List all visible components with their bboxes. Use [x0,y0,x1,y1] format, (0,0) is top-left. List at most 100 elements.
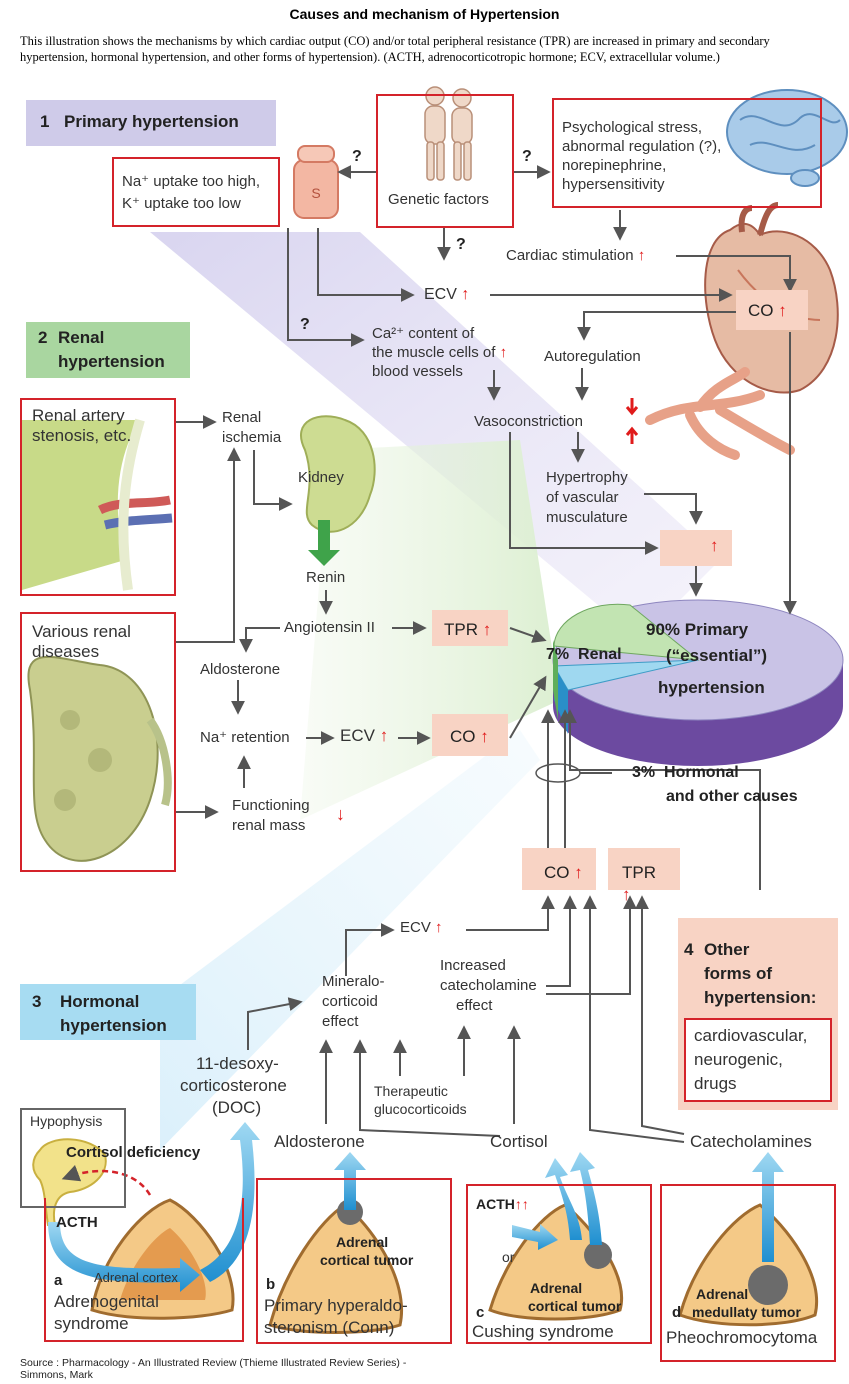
acth-c-up-arrow-1: ↑ [514,1196,522,1212]
vasoconstriction-label: Vasoconstriction [474,413,583,430]
tpr-hormonal-label: TPR [622,863,656,882]
stenosis-line-1: Renal artery [32,406,125,425]
genetic-factors-label: Genetic factors [388,191,489,208]
pie-slice-renal [553,603,700,661]
panel-b-tumor-1: Adrenal [336,1234,389,1250]
brain-illustration [726,89,848,187]
ecv-primary-up-arrow: ↑ [461,286,470,303]
mineralo-line-1: Mineralo- [322,973,385,990]
co-renal-box: CO ↑ [432,714,508,756]
stress-line-3: norepinephrine, [562,157,667,174]
pie-label-renal: 7% Renal [546,646,622,663]
figure-caption: This illustration shows the mechanisms b… [20,34,770,64]
co-renal-up-arrow: ↑ [480,727,489,746]
panel-d-label: Pheochromocytoma [666,1328,818,1347]
renal-mass-down-arrow: ↓ [336,804,345,824]
cortisol-deficiency-label: Cortisol deficiency [66,1144,201,1161]
panel-b-label-1: Primary hyperaldo- [264,1296,408,1315]
panel-c-label: Cushing syndrome [472,1322,614,1341]
adrenal-cortex-label: Adrenal cortex [94,1270,178,1285]
panel-b-tumor-2: cortical tumor [320,1252,414,1268]
diseases-line-1: Various renal [32,622,131,641]
tpr-hormonal-box: TPR ↑ [608,848,680,904]
hypertrophy-line-1: Hypertrophy [546,469,628,486]
section2-title-line-1: Renal [58,328,105,347]
section3-title-line-2: hypertension [60,1016,167,1035]
cardiac-stimulation-label: Cardiac stimulation ↑ [506,247,646,264]
panel-a-label-1: Adrenogenital [54,1292,159,1311]
pie-label-primary-2: (“essential”) [666,646,768,665]
panel-c-box: ACTH↑↑ or Adrenal cortical tumor c Cushi… [466,1184,652,1344]
tpr-primary-up-arrow: ↑ [710,536,719,555]
acth-a-label: ACTH [56,1214,98,1231]
acth-c-up-arrow-2: ↑ [521,1196,529,1212]
panel-b-label-2: steronism (Conn) [264,1318,395,1337]
svg-text:S: S [311,185,320,201]
panel-c-tumor-1: Adrenal [530,1280,583,1296]
calcium-line-3: blood vessels [372,363,463,380]
section4-item-1: cardiovascular, [694,1026,808,1045]
panel-d-letter: d [672,1304,682,1321]
tpr-renal-box: TPR ↑ [432,610,508,646]
panel-c-or: or [502,1249,515,1265]
renal-mass-line-1: Functioning [232,797,310,814]
calcium-line-2: the muscle cells of ↑ [372,344,508,361]
section3-header: 3 Hormonal hypertension [20,984,196,1040]
panel-a-letter: a [54,1272,63,1289]
tpr-primary-box: ↑ [660,530,732,566]
kidney-illustration [300,415,376,533]
k-uptake-label: K⁺ uptake too low [122,195,241,212]
hypertrophy-line-2: of vascular [546,489,619,506]
stenosis-line-2: stenosis, etc. [32,426,132,445]
aldosterone-renal-label: Aldosterone [200,661,281,678]
question-mark-ecv: ? [456,236,466,253]
panel-d-tumor-1: Adrenal [696,1286,749,1302]
panel-c-tumor-2: cortical tumor [528,1298,622,1314]
acth-c-label: ACTH↑↑ [476,1196,529,1212]
pie-label-primary-1: 90% Primary [646,620,749,639]
autoregulation-label: Autoregulation [544,348,641,365]
co-primary-label: CO [748,301,774,320]
genetic-factors-box: Genetic factors [376,94,514,228]
diseases-line-2: diseases [32,642,100,661]
ecv-renal-up-arrow: ↑ [379,726,389,745]
doc-line-1: 11-desoxy- [196,1054,279,1073]
genetic-figures-illustration [424,86,473,181]
na-uptake-label: Na⁺ uptake too high, [122,173,261,190]
sodium-potassium-box: Na⁺ uptake too high, K⁺ uptake too low [112,157,280,227]
cortisol-deficiency-arrow [61,1164,152,1196]
stress-line-4: hypersensitivity [562,176,665,193]
blood-vessel-illustration [645,367,795,460]
catecholamines-label: Catecholamines [690,1132,812,1151]
pie-label-hormonal-2: and other causes [666,788,798,805]
doc-line-2: corticosterone [180,1076,287,1095]
primary-band [150,232,720,640]
renin-label: Renin [306,569,346,586]
co-primary-up-arrow: ↑ [778,301,787,320]
mineralo-line-2: corticoid [322,993,378,1010]
ecv-renal-label: ECV ↑ [340,726,389,745]
cardiac-stimulation-up-arrow: ↑ [637,247,646,264]
question-mark-salt: ? [352,148,362,165]
section4-item-3: drugs [694,1074,737,1093]
diseased-kidney-illustration [27,655,172,862]
aldosterone-hormonal-label: Aldosterone [274,1132,365,1151]
renal-mass-line-2: renal mass [232,817,306,834]
adrenal-gland-d [678,1203,818,1327]
source-citation: Source : Pharmacology - An Illustrated R… [20,1357,407,1381]
question-mark-calcium: ? [300,316,310,333]
kidney-label: Kidney [298,469,344,486]
therapeutic-line-1: Therapeutic [374,1083,448,1099]
na-retention-label: Na⁺ retention [200,729,290,746]
panel-a-box [44,1198,244,1342]
ecv-hormonal-up-arrow: ↑ [435,919,443,936]
section4-title-line-1: Other [704,940,750,959]
tpr-renal-up-arrow: ↑ [482,620,492,639]
renal-artery-illustration [22,418,173,591]
pie-label-primary-3: hypertension [658,678,765,697]
section4-title-line-2: forms of [704,964,772,983]
calcium-up-arrow: ↑ [499,344,508,361]
catecholamine-effect-line-2: catecholamine [440,977,537,994]
page-title: Causes and mechanism of Hypertension [289,6,560,22]
